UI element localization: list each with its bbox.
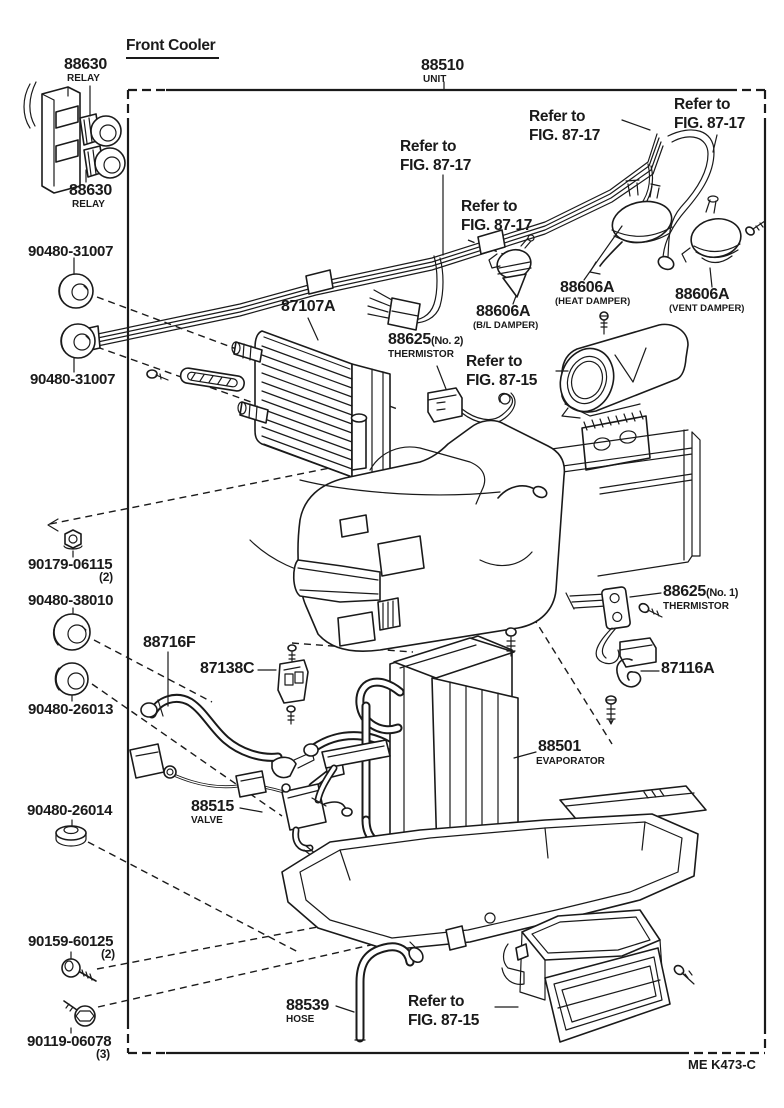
- bracket-87138c-art: [277, 644, 309, 725]
- ref-fig-87-17-bl: Refer to FIG. 87-17: [461, 197, 532, 235]
- part-name-bl-damper: (B/L DAMPER): [473, 320, 539, 331]
- ref-line1: Refer to: [400, 138, 457, 155]
- part-number-87116a: 87116A: [661, 660, 715, 677]
- ref-fig-87-15-top: Refer to FIG. 87-15: [466, 352, 537, 390]
- part-qty-90159: (2): [101, 947, 115, 961]
- part-name-thermistor-no2: THERMISTOR: [388, 349, 454, 360]
- ref-line1: Refer to: [466, 353, 523, 370]
- leader-lines: [70, 81, 718, 1034]
- ref-fig-87-17-right: Refer to FIG. 87-17: [674, 95, 745, 133]
- part-number-88625-no2: 88625(No. 2): [388, 332, 463, 348]
- part-number-90480-26013: 90480-26013: [28, 701, 114, 718]
- part-number-88606a-heat: 88606A: [560, 279, 615, 296]
- part-name-hose: HOSE: [286, 1014, 315, 1025]
- part-number-88606a-vent: 88606A: [675, 286, 730, 303]
- ref-fig-87-17-center: Refer to FIG. 87-17: [529, 107, 600, 145]
- damper-heat-art: [589, 179, 673, 275]
- part-number-88630-bottom: 88630: [69, 182, 112, 199]
- ref-line2: FIG. 87-15: [466, 372, 538, 389]
- part-name-relay-bottom: RELAY: [72, 199, 105, 210]
- foot-duct-art: [501, 909, 695, 1043]
- blower-duct-art: [559, 323, 689, 471]
- screw-heat-art: [599, 311, 609, 335]
- screw-art: [61, 958, 97, 982]
- grommet-d-art: [54, 662, 89, 696]
- heater-core-art: [146, 330, 391, 488]
- damper-vent-art: [681, 195, 742, 264]
- thermistor-no2-art: [427, 387, 516, 424]
- suction-tube-art: [140, 694, 283, 762]
- part-number-90480-38010: 90480-38010: [28, 592, 114, 609]
- part-qty-90179: (2): [99, 570, 113, 584]
- part-number-90159-60125: 90159-60125: [28, 933, 114, 950]
- part-name-unit: UNIT: [423, 74, 447, 85]
- part-number-87107a: 87107A: [281, 298, 336, 315]
- part-name-evaporator: EVAPORATOR: [536, 756, 605, 767]
- part-number-90480-31007-top: 90480-31007: [28, 243, 114, 260]
- thermistor-no1-art: [565, 586, 663, 668]
- part-variant: (No. 2): [431, 335, 464, 347]
- ref-line1: Refer to: [529, 108, 586, 125]
- ref-fig-87-15-bottom: Refer to FIG. 87-15: [408, 992, 479, 1030]
- part-qty-90119: (3): [96, 1047, 110, 1061]
- diagram-border: [126, 88, 767, 1055]
- part-number-88501: 88501: [538, 738, 581, 755]
- ref-fig-87-17-left: Refer to FIG. 87-17: [400, 137, 471, 175]
- ref-line1: Refer to: [674, 96, 731, 113]
- drawing-code: ME K473-C: [688, 1057, 756, 1072]
- part-name-valve: VALVE: [191, 815, 223, 826]
- ref-line2: FIG. 87-17: [529, 127, 601, 144]
- page-title: Front Cooler: [126, 38, 220, 59]
- screw-below-clip-art: [605, 695, 617, 725]
- grommet-a-art: [58, 273, 94, 309]
- ref-line1: Refer to: [461, 198, 518, 215]
- ref-line2: FIG. 87-15: [408, 1012, 480, 1029]
- part-name-heat-damper: (HEAT DAMPER): [555, 296, 631, 307]
- part-name-relay-top: RELAY: [67, 73, 100, 84]
- nut-art: [63, 529, 83, 550]
- ref-line2: FIG. 87-17: [400, 157, 472, 174]
- part-number-88510: 88510: [421, 57, 464, 74]
- lower-case-art: [281, 785, 707, 951]
- part-number-88606a-bl: 88606A: [476, 303, 531, 320]
- part-name-vent-damper: (VENT DAMPER): [669, 303, 745, 314]
- ref-line2: FIG. 87-17: [674, 115, 746, 132]
- screw-vent-art: [745, 220, 766, 236]
- relay-assembly-art: [23, 81, 126, 194]
- part-number: 88625: [388, 331, 431, 348]
- part-number-87138c: 87138C: [200, 660, 255, 677]
- plug-art: [55, 825, 87, 847]
- drain-hose-art: [354, 941, 424, 1043]
- part-name-thermistor-no1: THERMISTOR: [663, 601, 729, 612]
- ref-line2: FIG. 87-17: [461, 217, 533, 234]
- evaporator-art: [311, 627, 519, 858]
- part-number-88625-no1: 88625(No. 1): [663, 584, 738, 600]
- part-variant: (No. 1): [706, 587, 739, 599]
- part-number-88630-top: 88630: [64, 56, 107, 73]
- bolt-art: [63, 1000, 96, 1027]
- part-number-88716f: 88716F: [143, 634, 196, 651]
- vacuum-pipes-art: [79, 129, 715, 353]
- grommet-c-art: [52, 613, 91, 651]
- part-number-90480-26014: 90480-26014: [27, 802, 113, 819]
- clip-87116a-art: [616, 658, 642, 688]
- ref-line1: Refer to: [408, 993, 465, 1010]
- damper-bl-art: [488, 234, 535, 298]
- part-number: 88625: [663, 583, 706, 600]
- part-number-88515: 88515: [191, 798, 234, 815]
- part-number-88539: 88539: [286, 997, 329, 1014]
- part-number-90179-06115: 90179-06115: [28, 556, 113, 573]
- part-number-90119-06078: 90119-06078: [27, 1033, 112, 1050]
- main-case-art: [249, 413, 701, 653]
- grommet-b-art: [60, 323, 96, 359]
- part-number-90480-31007-bottom: 90480-31007: [30, 371, 116, 388]
